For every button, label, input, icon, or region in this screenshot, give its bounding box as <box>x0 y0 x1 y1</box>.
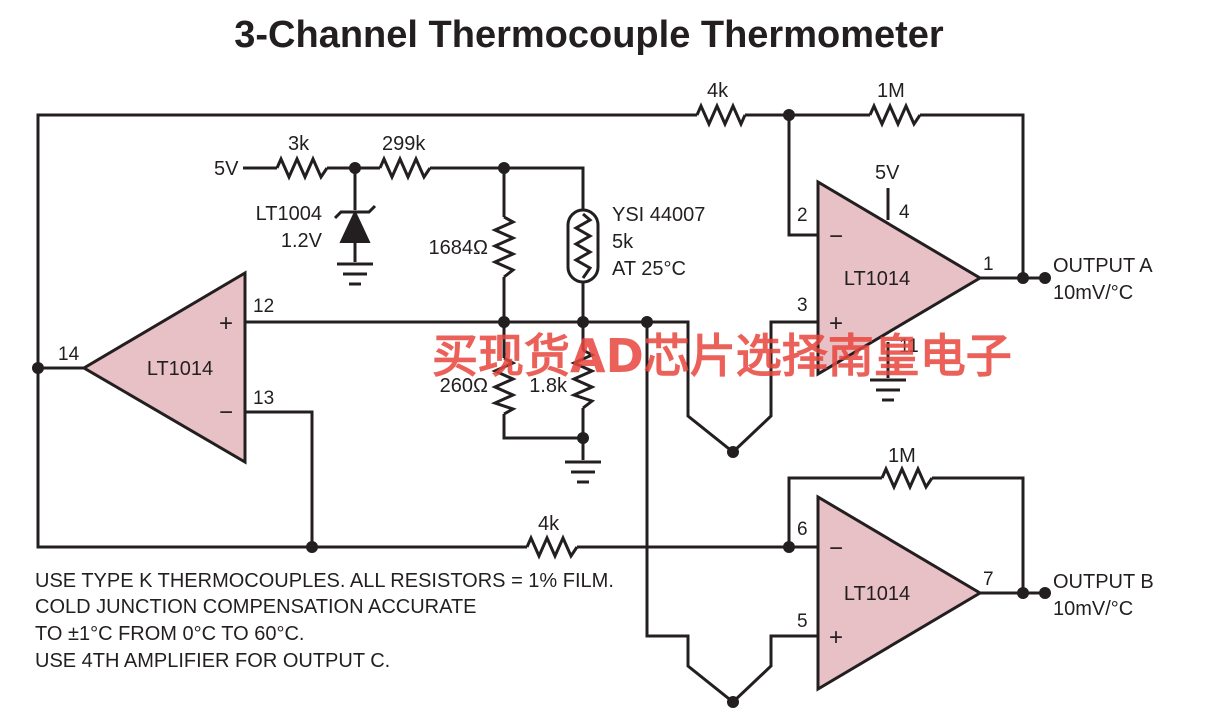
note-line-2: COLD JUNCTION COMPENSATION ACCURATE <box>35 596 477 618</box>
svg-text:LT1014: LT1014 <box>844 268 910 290</box>
thermistor-part-label: YSI 44007 <box>612 204 705 226</box>
op-amp-left: LT1014 + − 12 13 14 <box>58 270 274 465</box>
wires <box>36 113 1045 704</box>
svg-text:−: − <box>219 399 233 426</box>
zener-voltage-label: 1.2V <box>281 230 323 252</box>
ground-zener <box>337 262 373 286</box>
output-a-label: OUTPUT A <box>1053 255 1153 277</box>
resistor-3k <box>275 155 329 181</box>
thermistor-value-label: 5k <box>612 231 634 253</box>
svg-text:+: + <box>829 310 843 337</box>
resistor-4k-bottom-label: 4k <box>538 513 560 535</box>
thermistor <box>566 208 600 284</box>
resistor-3k-label: 3k <box>288 133 310 155</box>
resistor-4k-top-label: 4k <box>707 80 729 102</box>
svg-text:LT1014: LT1014 <box>844 583 910 605</box>
resistor-299k-label: 299k <box>382 133 426 155</box>
junction-dots <box>32 109 1051 708</box>
zener-diode <box>333 204 377 243</box>
op-amp-b: LT1014 − + 6 5 7 <box>797 494 994 692</box>
watermark-text: 买现货AD芯片选择南皇电子 <box>432 329 1012 383</box>
svg-text:+: + <box>219 310 233 337</box>
svg-text:7: 7 <box>983 569 994 590</box>
ground-amp-a <box>870 378 906 402</box>
svg-text:14: 14 <box>58 344 80 365</box>
resistor-1-8k-label: 1.8k <box>529 375 568 397</box>
resistor-260-label: 260Ω <box>440 375 488 397</box>
zener-part-label: LT1004 <box>256 203 322 225</box>
svg-text:12: 12 <box>253 296 274 317</box>
svg-text:6: 6 <box>797 519 808 540</box>
resistor-1m-bottom-label: 1M <box>888 445 916 467</box>
ground-symbols <box>337 262 906 484</box>
resistor-1-8k <box>569 348 596 410</box>
svg-text:5V: 5V <box>875 162 900 184</box>
svg-text:LT1014: LT1014 <box>147 358 213 380</box>
resistor-4k-bottom <box>525 534 579 560</box>
svg-text:−: − <box>829 535 843 562</box>
resistor-1684-label: 1684Ω <box>429 237 488 259</box>
svg-text:4: 4 <box>899 202 910 223</box>
svg-text:13: 13 <box>253 388 274 409</box>
svg-text:3: 3 <box>797 295 808 316</box>
svg-text:1: 1 <box>983 254 994 275</box>
resistor-260 <box>490 356 517 416</box>
svg-text:2: 2 <box>797 205 808 226</box>
svg-text:+: + <box>829 624 843 651</box>
note-line-3: TO ±1°C FROM 0°C TO 60°C. <box>35 623 304 645</box>
note-line-4: USE 4TH AMPLIFIER FOR OUTPUT C. <box>35 650 390 672</box>
svg-text:5: 5 <box>797 611 808 632</box>
notes: USE TYPE K THERMOCOUPLES. ALL RESISTORS … <box>35 570 614 672</box>
output-b-label: OUTPUT B <box>1053 571 1154 593</box>
ground-divider <box>565 460 601 484</box>
component-labels: 5V 3k 299k 4k 1M LT1004 1.2V 1684Ω 260Ω … <box>214 80 1154 620</box>
resistors <box>275 102 934 560</box>
note-line-1: USE TYPE K THERMOCOUPLES. ALL RESISTORS … <box>35 570 614 592</box>
supply-label: 5V <box>214 158 239 180</box>
thermistor-temp-label: AT 25°C <box>612 258 686 280</box>
resistor-4k-top <box>695 102 747 128</box>
output-b-scale: 10mV/°C <box>1053 598 1133 620</box>
resistor-1m-top <box>868 102 922 128</box>
resistor-1m-top-label: 1M <box>877 80 905 102</box>
svg-text:11: 11 <box>899 336 919 357</box>
resistor-1m-bottom <box>880 465 934 491</box>
resistor-1684 <box>491 215 517 279</box>
svg-text:−: − <box>829 223 843 250</box>
op-amp-a: LT1014 − + 2 3 1 4 11 5V <box>797 162 994 377</box>
resistor-299k <box>378 155 432 181</box>
output-a-scale: 10mV/°C <box>1053 282 1133 304</box>
diagram-title: 3-Channel Thermocouple Thermometer <box>234 14 944 56</box>
